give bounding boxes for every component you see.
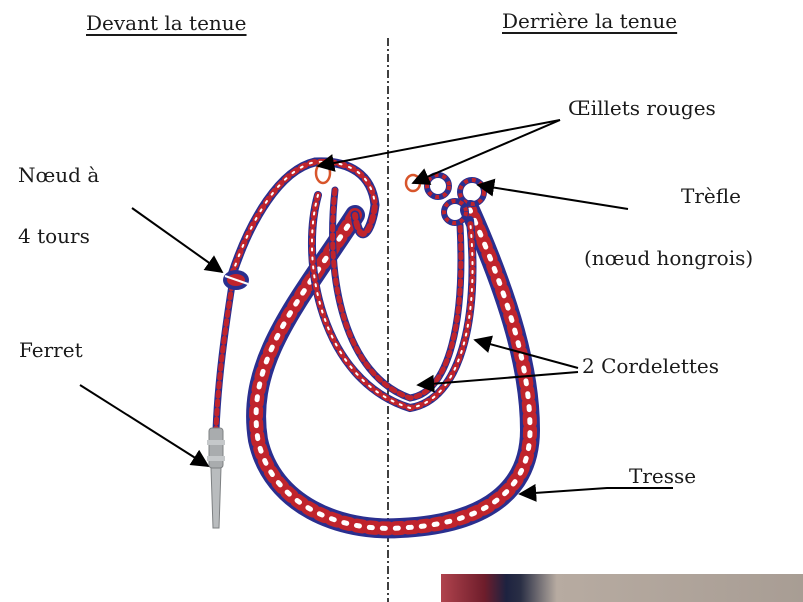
arrows	[80, 120, 673, 494]
label-knot-line2: 4 tours	[18, 226, 90, 246]
arrow-eyelet-back	[413, 120, 560, 183]
label-trefoil-line2: (nœud hongrois)	[584, 248, 753, 268]
ferret	[207, 428, 225, 528]
header-front: Devant la tenue	[86, 13, 247, 33]
label-cords: 2 Cordelettes	[582, 356, 719, 376]
braid	[256, 210, 530, 528]
label-ferret: Ferret	[19, 340, 83, 360]
cropped-photo-strip	[441, 574, 803, 602]
label-braid: Tresse	[629, 466, 696, 486]
label-trefoil-line1: Trèfle	[681, 186, 741, 206]
label-knot-line1: Nœud à	[18, 165, 99, 185]
arrow-trefoil	[478, 185, 628, 209]
label-eyelets: Œillets rouges	[568, 98, 716, 118]
arrow-knot	[132, 208, 222, 272]
arrow-eyelet-front	[318, 120, 560, 166]
header-back: Derrière la tenue	[502, 11, 677, 31]
arrow-ferret	[80, 385, 208, 466]
four-turn-knot	[223, 270, 249, 290]
arrow-braid	[520, 488, 673, 494]
